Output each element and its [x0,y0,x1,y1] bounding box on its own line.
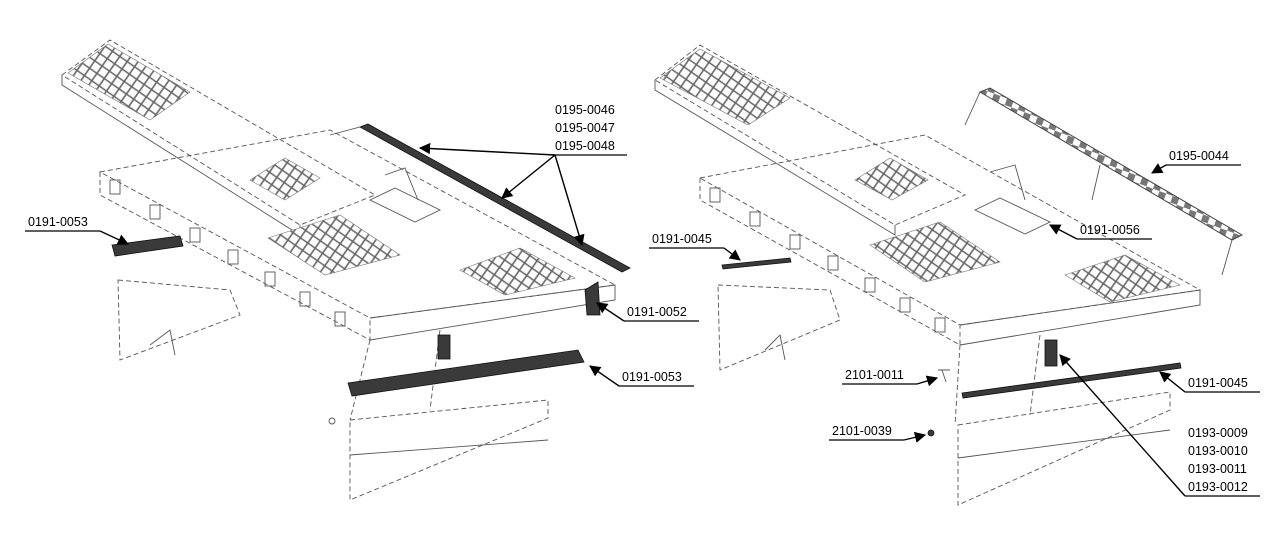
right-labels: 0195-0044 0191-0045 0191-0056 2101-0011 … [649,149,1260,497]
label-clamp-3: 0193-0011 [1188,462,1247,476]
label-hinge: 0191-0056 [1080,223,1140,237]
left-assembly [61,39,631,501]
left-top-rail [359,123,631,273]
left-top-deck [61,39,377,226]
left-top-grate [67,43,191,121]
label-bracket: 0191-0052 [627,305,687,319]
label-rail-2: 0195-0047 [555,121,615,135]
right-lower-frame-b [957,391,1171,506]
label-rail-1: 0195-0046 [555,103,615,117]
label-bolt: 2101-0011 [845,368,904,382]
right-guard-rail [978,87,1244,241]
left-main-platform [98,129,617,319]
right-nut-part [927,429,935,437]
label-plate-bottom: 0191-0045 [1188,376,1248,390]
right-plate-bottom-part [961,362,1182,399]
right-plate-top-part [721,257,792,270]
left-edge-brackets [109,179,346,327]
right-assembly [654,44,1244,506]
left-lower-frame-b [349,399,549,501]
label-clamp-1: 0193-0009 [1188,426,1248,440]
label-clamp-group: 0193-0009 0193-0010 0193-0011 0193-0012 [1059,354,1260,497]
right-lower-frame-a [717,284,841,371]
label-step-bottom: 0191-0053 [622,370,682,384]
left-bracket-part [584,281,601,316]
right-bolt-part [938,369,950,383]
left-lower-frame-a [117,279,241,361]
label-rail-group: 0195-0046 0195-0047 0195-0048 [418,103,627,247]
right-column-clamp [1044,339,1058,367]
label-step-top: 0191-0053 [28,215,88,229]
label-nut: 2101-0039 [832,424,892,438]
label-plate-top: 0191-0045 [652,232,712,246]
label-clamp-2: 0193-0010 [1188,444,1248,458]
label-rail-3: 0195-0048 [555,139,615,153]
right-edge-brackets [709,187,946,333]
right-top-deck [654,44,967,226]
label-guard-rail: 0195-0044 [1169,149,1229,163]
left-step-bottom-part [347,349,585,397]
left-labels: 0195-0046 0195-0047 0195-0048 0191-0053 … [25,103,699,387]
left-step-top-part [111,235,184,257]
label-clamp-4: 0193-0012 [1188,480,1248,494]
left-column-clamp [437,334,451,360]
